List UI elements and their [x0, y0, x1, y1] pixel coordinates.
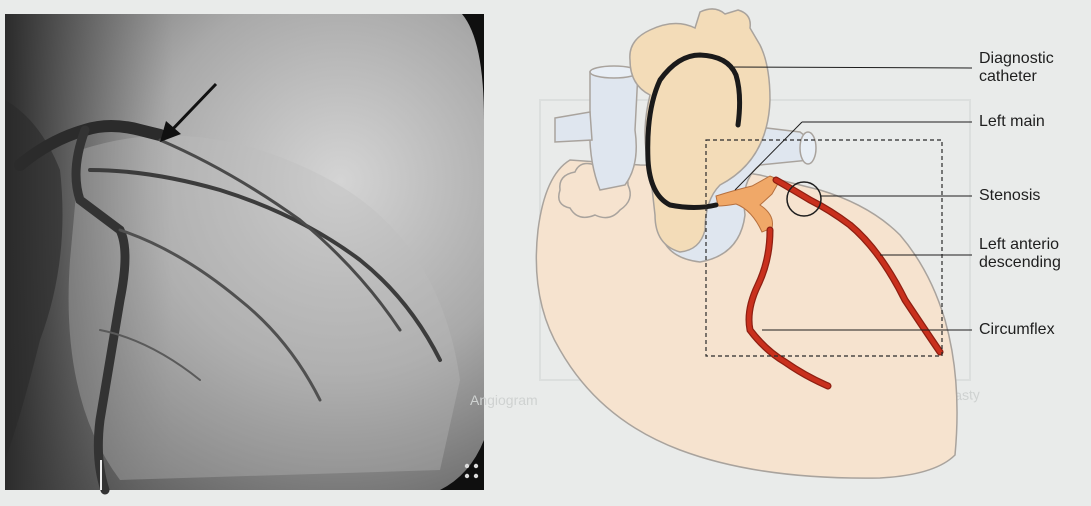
angiogram-image	[5, 14, 484, 490]
label-catheter-line2: catheter	[979, 68, 1037, 85]
label-circumflex: Circumflex	[979, 321, 1055, 338]
label-stenosis: Stenosis	[979, 187, 1040, 204]
vena-cava	[590, 72, 638, 190]
heart-diagram: Coronary angioplasty and stenting Atrial…	[470, 9, 980, 478]
label-left-main: Left main	[979, 113, 1045, 130]
label-lad-line1: Left anterio	[979, 236, 1089, 253]
label-catheter-line1: Diagnostic	[979, 50, 1054, 67]
bg-text-4: Angiogram	[470, 392, 538, 408]
label-lad-line2: descending	[979, 254, 1089, 271]
